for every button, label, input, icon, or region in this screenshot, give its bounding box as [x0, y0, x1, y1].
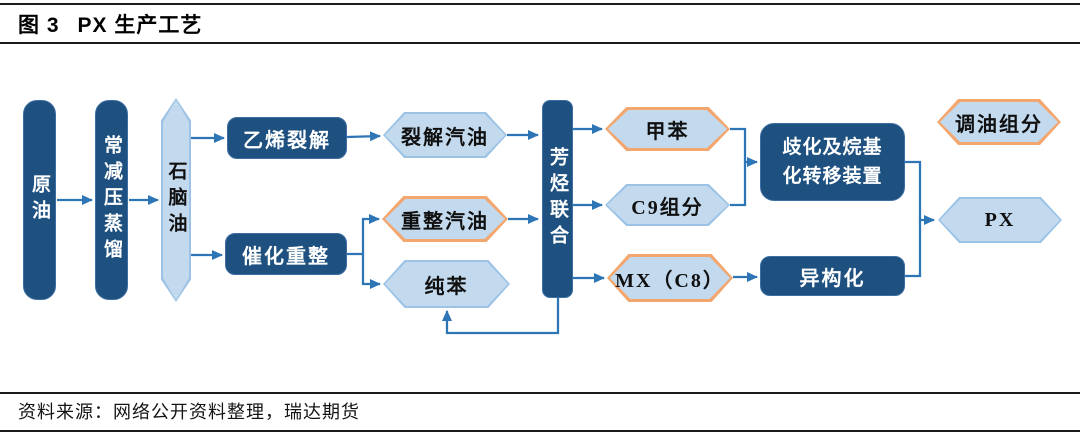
node-c9-fraction: C9组分 — [605, 184, 730, 226]
node-catalytic-reforming: 催化重整 — [225, 233, 347, 275]
title-underline-rule — [0, 42, 1080, 44]
node-px: PX — [938, 197, 1062, 243]
connector-aromatics_complex-to-pure_benzene — [442, 298, 560, 335]
connector-toluene-to-disproportionation — [730, 127, 758, 167]
node-pyrolysis-gasoline-label: 裂解汽油 — [401, 126, 489, 149]
source-top-rule — [0, 392, 1080, 394]
node-catalytic-reforming-label: 催化重整 — [242, 245, 330, 268]
node-toluene-label: 甲苯 — [645, 120, 690, 143]
top-rule — [0, 3, 1080, 5]
node-disproportionation: 歧化及烷基化转移装置 — [760, 123, 905, 201]
bottom-rule — [0, 430, 1080, 432]
hexagon-fill — [607, 186, 728, 224]
hexagon-fill — [610, 257, 730, 299]
node-px-label: PX — [984, 208, 1016, 231]
hexagon-fill — [385, 199, 505, 239]
node-disproportionation-label: 歧化及烷基化转移装置 — [782, 136, 883, 187]
node-aromatics-complex: 芳烃联合 — [542, 100, 573, 298]
node-c9-fraction-label: C9组分 — [631, 196, 704, 219]
node-ethylene-cracking: 乙烯裂解 — [227, 117, 347, 159]
connector-branch_point-to-reformed_gasoline — [361, 214, 380, 254]
node-crude-oil: 原油 — [23, 100, 56, 300]
connector-ethylene_cracking-to-pyrolysis_gasoline — [346, 131, 381, 142]
hexagon-fill — [163, 100, 189, 300]
connector-c9_fraction-to-disproportionation — [730, 162, 747, 207]
node-blending-component-label: 调油组分 — [955, 113, 1043, 136]
node-isomerization-label: 异构化 — [799, 267, 866, 290]
node-pyrolysis-gasoline: 裂解汽油 — [383, 112, 507, 158]
node-naphtha-label: 石脑油 — [165, 161, 187, 239]
node-ethylene-cracking-label: 乙烯裂解 — [243, 129, 331, 152]
node-aromatics-complex-label: 芳烃联合 — [547, 147, 568, 251]
node-pure-benzene: 纯苯 — [383, 260, 510, 308]
node-distillation: 常减压蒸馏 — [95, 100, 128, 300]
hexagon-fill — [940, 199, 1060, 241]
node-mx-c8-label: MX（C8） — [615, 269, 725, 292]
node-isomerization: 异构化 — [760, 256, 905, 296]
connector-isomerization-to-px — [905, 220, 922, 278]
hexagon-fill — [385, 262, 508, 306]
figure-title: 图 3 PX 生产工艺 — [18, 9, 202, 39]
node-reformed-gasoline-label: 重整汽油 — [401, 210, 489, 233]
node-crude-oil-label: 原油 — [29, 174, 50, 226]
hexagon-fill — [940, 102, 1058, 142]
hexagon-fill — [385, 114, 505, 156]
figure-number-label: 图 3 — [18, 14, 60, 37]
node-reformed-gasoline: 重整汽油 — [382, 196, 508, 242]
node-toluene: 甲苯 — [605, 107, 730, 151]
node-distillation-label: 常减压蒸馏 — [101, 135, 122, 265]
node-pure-benzene-label: 纯苯 — [424, 275, 469, 298]
node-naphtha: 石脑油 — [161, 98, 191, 302]
connector-branch_point-to-pure_benzene — [361, 254, 381, 289]
node-mx-c8: MX（C8） — [607, 254, 733, 302]
data-source-note: 资料来源：网络公开资料整理，瑞达期货 — [18, 402, 360, 422]
node-blending-component: 调油组分 — [937, 99, 1061, 145]
figure-title-text: PX 生产工艺 — [77, 14, 203, 37]
connector-disproportionation-to-px — [905, 160, 935, 225]
hexagon-fill — [608, 110, 727, 148]
